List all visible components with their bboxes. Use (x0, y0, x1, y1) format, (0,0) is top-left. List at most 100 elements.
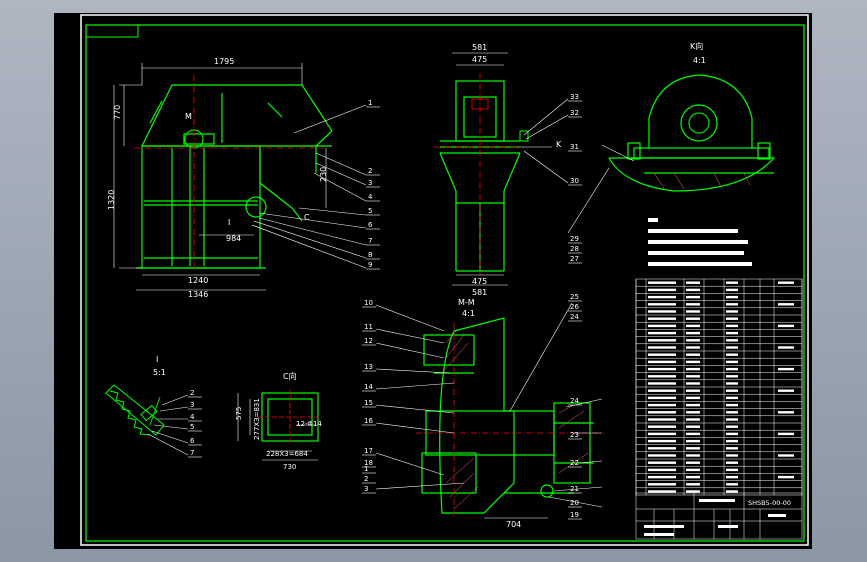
part-balloon-31: 31 (570, 143, 579, 151)
part-balloon-1: 1 (364, 465, 368, 473)
parts-list-cell-mark (726, 468, 738, 472)
parts-list-cell-mark (686, 353, 700, 356)
part-balloon-14: 14 (364, 383, 373, 391)
part-balloon-22: 22 (570, 459, 579, 467)
parts-list-cell-mark (778, 454, 794, 457)
parts-list-cell-mark (686, 288, 700, 292)
part-balloon-30: 30 (570, 177, 579, 185)
parts-list-cell-mark (686, 396, 700, 400)
label-c: C (304, 213, 310, 222)
parts-list-cell-mark (686, 432, 700, 436)
view-k-scale: 4:1 (693, 56, 706, 65)
parts-list-cell-mark (726, 295, 738, 299)
parts-list-cell-mark (686, 375, 700, 378)
parts-list-cell-mark (686, 346, 700, 349)
parts-list-cell-mark (648, 468, 676, 472)
parts-list-cell-mark (686, 303, 700, 306)
parts-list-cell-mark (648, 447, 676, 450)
parts-list-cell-mark (726, 367, 738, 371)
parts-list-cell-mark (778, 303, 794, 306)
dim-1346: 1346 (188, 290, 208, 299)
part-balloon-18: 18 (364, 459, 373, 467)
part-balloon-26: 26 (570, 303, 579, 311)
parts-list-cell-mark (648, 281, 676, 284)
part-balloon-20: 20 (570, 499, 579, 507)
section-m-label: M-M (458, 298, 475, 307)
parts-list-cell-mark (686, 367, 700, 371)
parts-list-cell-mark (686, 490, 700, 493)
detail-i-text: I 5:1 (153, 355, 166, 377)
section-hatch (441, 330, 589, 510)
part-balloon-7: 7 (368, 237, 372, 245)
side-view (439, 80, 529, 272)
parts-list-cell-mark (726, 331, 738, 335)
dim-12-phi14: 12-Φ14 (296, 420, 322, 428)
part-balloon-11: 11 (364, 323, 373, 331)
parts-list-cell-mark (726, 490, 738, 493)
part-balloon-2: 2 (368, 167, 372, 175)
parts-list-cell-mark (726, 475, 738, 479)
part-balloon-19: 19 (570, 511, 579, 519)
parts-list-cell-mark (648, 475, 676, 479)
parts-list-cell-mark (686, 475, 700, 479)
section-m (421, 317, 594, 514)
section-centerline (416, 323, 604, 518)
parts-list-cell-mark (726, 360, 738, 364)
title-block-marks (644, 499, 786, 536)
part-balloon-9: 9 (368, 261, 372, 269)
part-balloon-5: 5 (190, 423, 194, 431)
parts-list-cell-mark (686, 324, 700, 328)
parts-list-cell-mark (686, 461, 700, 464)
parts-list (635, 278, 803, 496)
view-k (608, 74, 776, 192)
dim-770: 770 (113, 105, 122, 120)
parts-list-cell-mark (726, 411, 738, 414)
parts-list-cell-mark (726, 389, 738, 392)
parts-list-cell-mark (648, 389, 676, 392)
outer-frame (80, 14, 809, 546)
parts-list-cell-mark (778, 411, 794, 414)
parts-list-cell-mark (726, 339, 738, 342)
dim-475-bottom: 475 (472, 277, 487, 286)
view-k-title: K向 4:1 (690, 41, 706, 65)
parts-list-cell-mark (648, 295, 676, 299)
part-balloon-4: 4 (190, 413, 195, 421)
parts-list-cell-mark (686, 331, 700, 335)
parts-list-cell-mark (648, 483, 676, 486)
parts-list-cell-mark (726, 432, 738, 436)
parts-list-cell-mark (778, 389, 794, 392)
part-balloon-3: 3 (368, 179, 372, 187)
part-balloon-12: 12 (364, 337, 373, 345)
parts-list-cell-mark (648, 418, 676, 421)
parts-list-cell-mark (648, 403, 676, 407)
parts-list-cell-mark (686, 295, 700, 299)
part-balloon-25: 25 (570, 293, 579, 301)
parts-list-cell-mark (648, 439, 676, 443)
title-block (635, 492, 803, 540)
parts-list-cell-mark (726, 288, 738, 292)
part-balloon-32: 32 (570, 109, 579, 117)
parts-list-cell-mark (686, 454, 700, 457)
part-balloon-2: 2 (190, 389, 194, 397)
label-k: K (556, 140, 562, 149)
part-balloon-3: 3 (190, 401, 194, 409)
dim-984: 984 (226, 234, 241, 243)
section-text: M-M 4:1 704 (458, 298, 521, 529)
part-balloon-7: 7 (190, 449, 194, 457)
overall-leaders (251, 104, 367, 269)
technical-notes (648, 218, 752, 266)
dim-581-top: 581 (472, 43, 487, 52)
drawing-svg: 1795 770 1320 1240 1346 984 230 M I C 12… (80, 14, 809, 546)
view-c-center (258, 389, 322, 445)
parts-list-cell-mark (686, 468, 700, 472)
view-c-label: C向 (283, 371, 297, 381)
parts-list-cell-mark (686, 418, 700, 421)
view-k-leader (601, 144, 635, 162)
dim-1320: 1320 (107, 190, 116, 210)
part-balloon-17: 17 (364, 447, 373, 455)
parts-list-cell-mark (726, 447, 738, 450)
dim-1795: 1795 (214, 57, 234, 66)
